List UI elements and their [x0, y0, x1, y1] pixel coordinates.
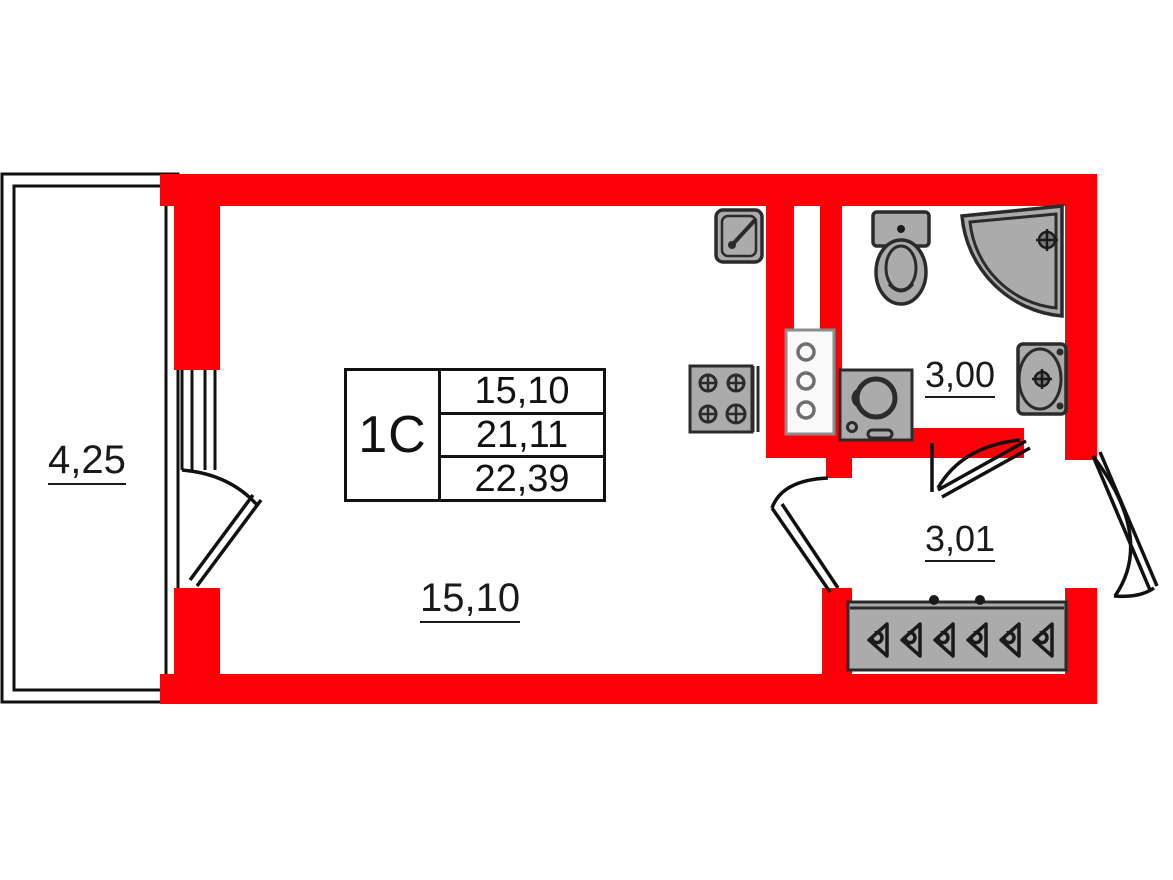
balcony-area-value: 4,25 — [48, 440, 126, 485]
living-room-area-label: 15,10 — [420, 578, 521, 623]
washing-machine-icon — [838, 368, 914, 442]
riser-shaft-icon — [784, 328, 836, 436]
hallway-area-value: 3,01 — [925, 521, 996, 562]
balcony-outline — [0, 172, 180, 704]
entrance-door — [1091, 451, 1159, 599]
unit-total-area-value: 21,11 — [475, 414, 569, 456]
cooktop-icon — [688, 364, 760, 434]
hallway-area-label: 3,01 — [925, 521, 996, 562]
unit-gross-area-value: 22,39 — [474, 457, 570, 500]
wardrobe-hangers — [867, 622, 1054, 658]
unit-areas-column: 15,10 21,11 22,39 — [441, 371, 603, 499]
wardrobe-icon — [846, 595, 1068, 672]
unit-info-table: 1C 15,10 21,11 22,39 — [344, 368, 606, 502]
unit-living-area-value: 15,10 — [474, 370, 570, 413]
unit-area-row: 15,10 — [441, 371, 603, 412]
shower-tray-icon — [960, 204, 1064, 318]
room-door — [770, 476, 840, 593]
toilet-icon — [871, 210, 931, 306]
unit-area-row: 21,11 — [441, 411, 603, 456]
unit-type-cell: 1C — [347, 371, 441, 499]
unit-type-value: 1C — [358, 406, 427, 464]
bathroom-area-value: 3,00 — [925, 357, 996, 398]
kitchen-sink-icon — [714, 208, 764, 264]
living-room-area-value: 15,10 — [420, 578, 521, 623]
balcony-area-label: 4,25 — [48, 440, 126, 485]
bathroom-door — [930, 438, 1031, 499]
balcony-door — [180, 370, 263, 588]
washbasin-icon — [1016, 342, 1068, 416]
unit-area-row: 22,39 — [441, 455, 603, 499]
basin-drain-icon — [1032, 369, 1052, 389]
shower-drain-icon — [1036, 229, 1058, 251]
bathroom-area-label: 3,00 — [925, 357, 996, 398]
